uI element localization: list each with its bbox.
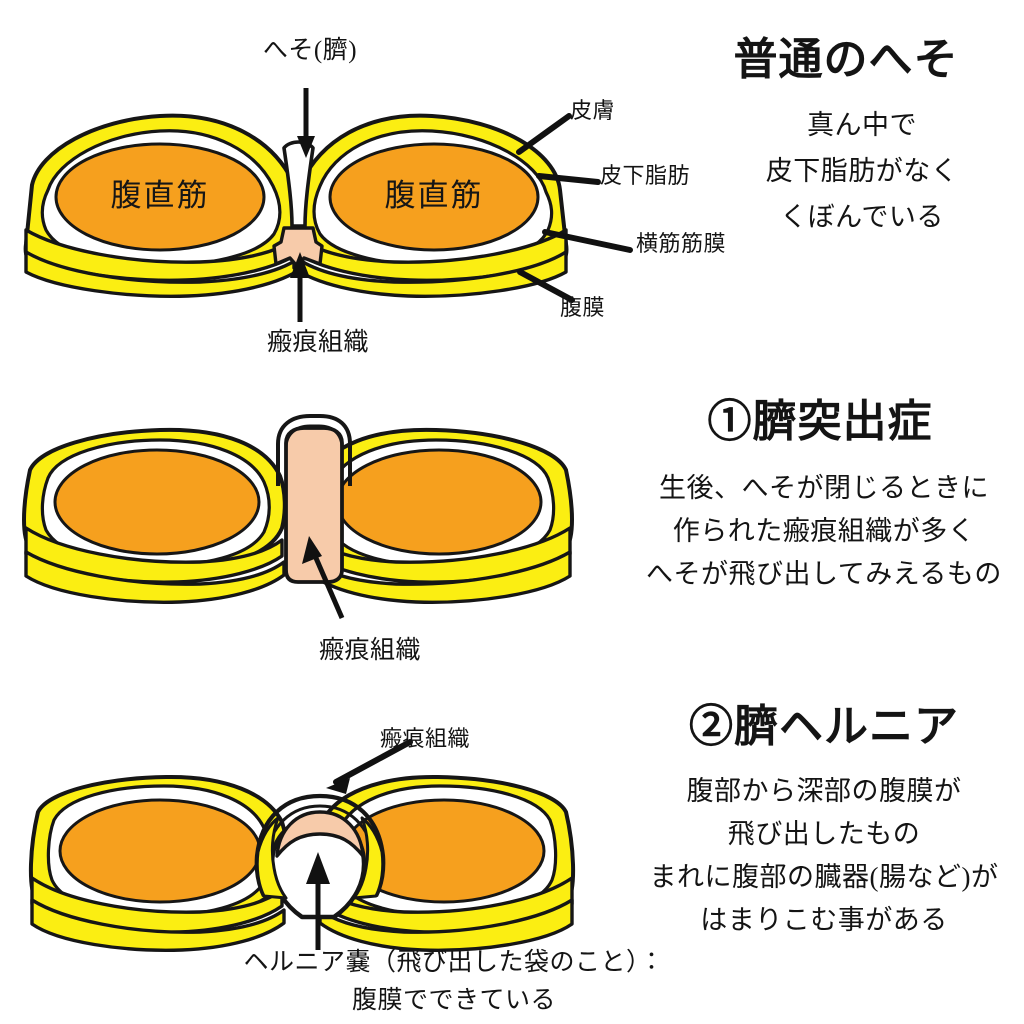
- left-lower-fat-sheet-hernia: [30, 876, 284, 934]
- desc-normal-navel-line-2: 皮下脂肪がなく: [765, 156, 959, 186]
- caption-hernia-sac-line-2: 腹膜でできている: [351, 987, 557, 1014]
- left-lower-fat-sheet-protrusion: [24, 526, 284, 584]
- right-body-outline-hernia: [315, 774, 576, 926]
- right-body-outline-protrusion: [309, 427, 574, 574]
- desc-normal-navel-line-3: くぼんでいる: [780, 202, 944, 232]
- label-scar-tissue-hernia: 瘢痕組織: [380, 726, 471, 751]
- label-scar-tissue-protrusion: 瘢痕組織: [318, 637, 422, 664]
- label-skin: 皮膚: [570, 98, 616, 123]
- desc-hernia-line-3: まれに腹部の臓器(腸など)が: [649, 862, 999, 892]
- figure-umbilical-protrusion: [22, 414, 574, 619]
- scar-pointer-arrow-normal: [290, 252, 310, 322]
- right-white-layer-protrusion: [325, 438, 556, 568]
- right-lower-fat-sheet-hernia: [320, 876, 574, 934]
- heading-umbilical-hernia: ②臍ヘルニア: [689, 702, 959, 751]
- label-right-rectus-muscle-normal: 腹直筋: [384, 178, 484, 213]
- left-peritoneum-sheet-hernia: [30, 898, 286, 952]
- left-lower-fat-sheet-normal: [24, 228, 302, 282]
- sac-skin-casing-inner-hernia: [264, 804, 376, 895]
- scar-pointer-arrow-protrusion: [302, 536, 345, 619]
- left-sac-neck-fat-hernia: [255, 816, 288, 900]
- left-peritoneum-sheet-normal: [24, 250, 304, 298]
- heading-normal-navel: 普通のへそ: [733, 35, 959, 84]
- leader-skin: [516, 113, 572, 155]
- left-rectus-muscle-hernia: [58, 798, 262, 904]
- right-lower-fat-sheet-normal: [294, 228, 568, 282]
- desc-protrusion-line-1: 生後、へそが閉じるときに: [659, 473, 989, 503]
- desc-hernia-line-2: 飛び出したもの: [727, 819, 921, 849]
- left-white-layer-protrusion: [40, 438, 271, 568]
- label-scar-tissue-normal: 瘢痕組織: [266, 329, 370, 356]
- desc-protrusion-line-2: 作られた瘢痕組織が多く: [672, 516, 976, 546]
- right-rectus-muscle-hernia: [342, 798, 546, 904]
- scar-column-skin-casing-protrusion: [276, 414, 352, 486]
- scar-tissue-cap-hernia: [275, 810, 365, 858]
- sac-skin-casing-outer-hernia: [254, 793, 386, 897]
- desc-hernia-line-1: 腹部から深部の腹膜が: [686, 776, 962, 806]
- left-body-outline-hernia: [28, 774, 289, 926]
- right-peritoneum-sheet-hernia: [318, 898, 574, 952]
- right-sac-neck-fat-hernia: [352, 816, 385, 900]
- left-peritoneum-sheet-protrusion: [24, 550, 286, 604]
- leader-subcutaneous-fat: [536, 173, 601, 185]
- navel-pointer-arrow-normal: [297, 88, 315, 158]
- label-peritoneum: 腹膜: [560, 295, 606, 320]
- hernia-sac-pointer-arrow: [306, 852, 330, 950]
- leader-transversalis-fascia: [542, 229, 633, 253]
- scar-column-inner-casing-protrusion: [284, 424, 344, 486]
- desc-hernia-line-4: はまりこむ事がある: [700, 905, 948, 935]
- scar-tissue-column-protrusion: [284, 426, 344, 584]
- left-white-layer-hernia: [46, 784, 271, 918]
- label-subcutaneous-fat: 皮下脂肪: [600, 163, 691, 188]
- right-white-layer-hernia: [333, 784, 558, 918]
- caption-hernia-sac-line-1: ヘルニア嚢（飛び出した袋のこと）：: [243, 949, 665, 976]
- figure-umbilical-hernia: [28, 739, 576, 952]
- label-left-rectus-muscle-normal: 腹直筋: [110, 178, 210, 213]
- navel-dimple-normal: [282, 140, 315, 228]
- right-peritoneum-sheet-normal: [292, 250, 568, 298]
- leader-scar-arrowhead-hernia: [326, 778, 350, 794]
- desc-protrusion-line-3: へそが飛び出してみえるもの: [646, 559, 1002, 589]
- label-transversalis-fascia: 横筋筋膜: [636, 231, 727, 256]
- right-rectus-muscle-protrusion: [335, 448, 543, 556]
- left-rectus-muscle-protrusion: [53, 448, 261, 556]
- scar-tissue-plug-normal: [272, 226, 324, 268]
- desc-normal-navel-line-1: 真ん中で: [807, 110, 917, 140]
- heading-umbilical-protrusion: ①臍突出症: [707, 397, 933, 446]
- left-body-outline-protrusion: [22, 427, 287, 574]
- hernia-sac-hernia: [269, 815, 367, 920]
- right-peritoneum-sheet-protrusion: [310, 550, 572, 604]
- right-lower-fat-sheet-protrusion: [312, 526, 572, 584]
- label-navel-pointer: へそ(臍): [262, 37, 358, 64]
